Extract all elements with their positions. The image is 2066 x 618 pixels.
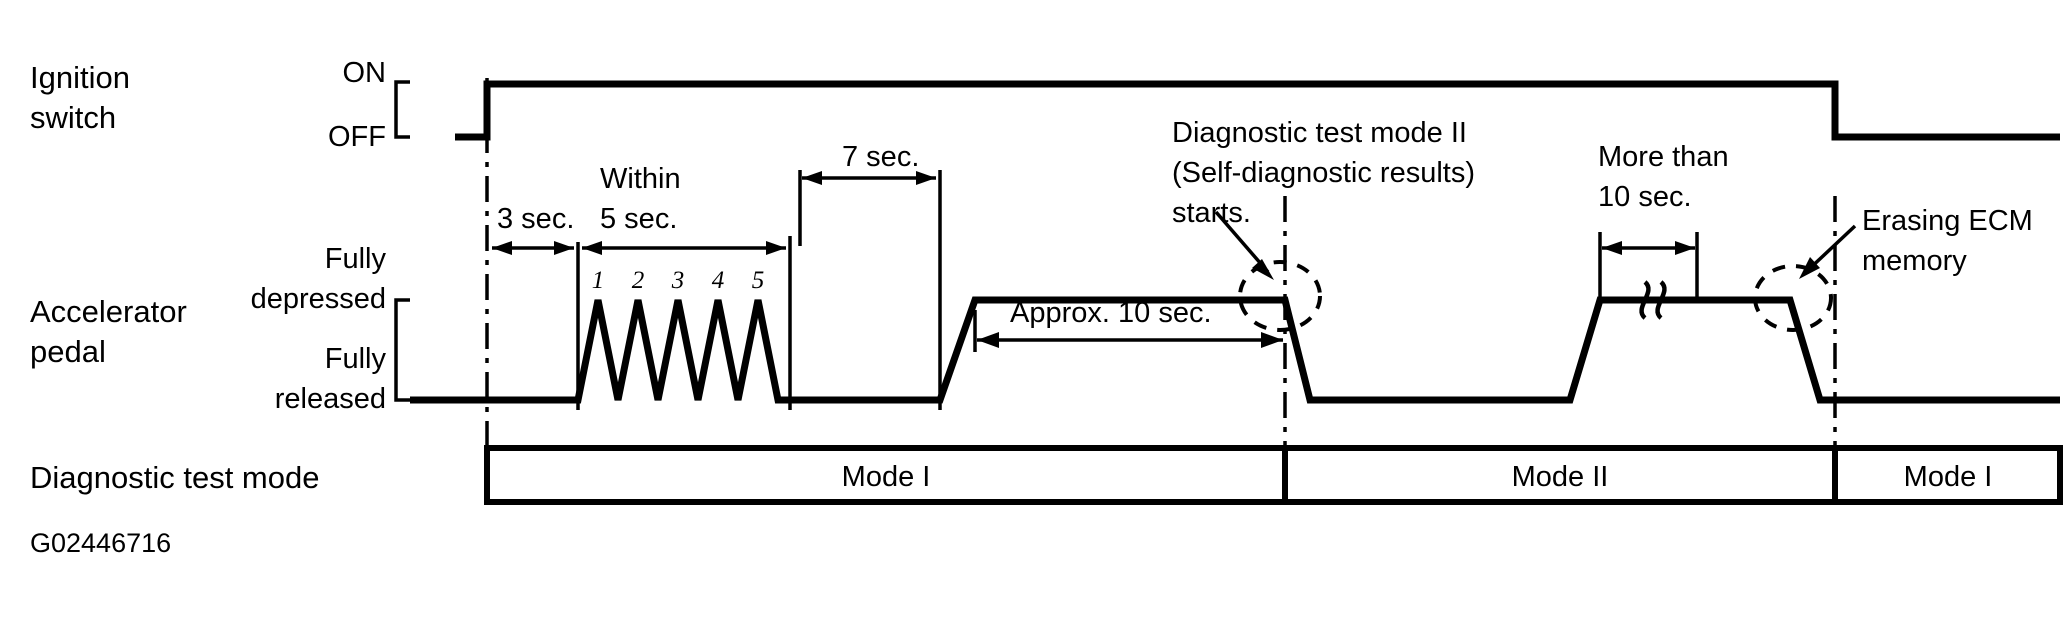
level-label-fully-depressed-line1: Fully bbox=[325, 243, 387, 275]
dimension-within-5-sec bbox=[582, 236, 792, 410]
callout-circle-erase-ecm bbox=[1753, 264, 1833, 332]
pump-count-3: 3 bbox=[671, 267, 685, 294]
annotation-mode2-start-line3: starts. bbox=[1172, 197, 1251, 229]
break-marker-icon bbox=[1639, 280, 1667, 320]
annotation-mode2-start-line1: Diagnostic test mode II bbox=[1172, 117, 1467, 149]
timing-label-5-sec: 5 sec. bbox=[600, 203, 677, 235]
dimension-3-sec bbox=[492, 241, 580, 410]
figure-id-code: G02446716 bbox=[30, 528, 171, 558]
callout-circle-mode2-start bbox=[1238, 260, 1322, 332]
annotation-erase-ecm-line1: Erasing ECM bbox=[1862, 205, 2033, 237]
timing-label-7-sec: 7 sec. bbox=[842, 141, 919, 173]
mode-segment-label-3: Mode I bbox=[1904, 461, 1993, 493]
timing-label-more-than: More than bbox=[1598, 141, 1729, 173]
dimension-7-sec bbox=[798, 170, 942, 410]
pump-count-5: 5 bbox=[752, 267, 765, 294]
dimension-approx-10-sec bbox=[973, 310, 1283, 352]
leader-erase-ecm bbox=[1799, 224, 1857, 279]
row-label-diagnostic-test-mode: Diagnostic test mode bbox=[30, 460, 319, 495]
level-label-fully-released-line2: released bbox=[275, 383, 386, 415]
pedal-level-bracket bbox=[394, 298, 410, 402]
accelerator-pedal-waveform bbox=[410, 296, 2060, 404]
row-label-accelerator-line1: Accelerator bbox=[30, 294, 187, 329]
row-label-accelerator-line2: pedal bbox=[30, 334, 106, 369]
annotation-erase-ecm-line2: memory bbox=[1862, 245, 1967, 277]
ignition-level-bracket bbox=[394, 80, 410, 139]
level-label-fully-released-line1: Fully bbox=[325, 343, 387, 375]
level-label-off: OFF bbox=[328, 121, 386, 153]
dimension-more-than-10-sec bbox=[1598, 232, 1699, 298]
row-label-ignition-line1: Ignition bbox=[30, 60, 130, 95]
timing-label-within: Within bbox=[600, 163, 681, 195]
pump-count-1: 1 bbox=[592, 267, 605, 294]
pump-count-2: 2 bbox=[632, 267, 645, 294]
mode-segment-label-2: Mode II bbox=[1512, 461, 1609, 493]
timing-label-10-sec: 10 sec. bbox=[1598, 181, 1692, 213]
timing-label-3-sec: 3 sec. bbox=[497, 203, 574, 235]
ignition-switch-waveform bbox=[455, 80, 2060, 141]
mode-segment-label-1: Mode I bbox=[842, 461, 931, 493]
pump-count-4: 4 bbox=[712, 267, 725, 294]
timing-label-approx-10-sec: Approx. 10 sec. bbox=[1010, 297, 1212, 329]
level-label-fully-depressed-line2: depressed bbox=[251, 283, 386, 315]
mode-timeline-bar bbox=[484, 445, 2063, 505]
level-label-on: ON bbox=[343, 57, 387, 89]
row-label-ignition-line2: switch bbox=[30, 100, 116, 135]
annotation-mode2-start-line2: (Self-diagnostic results) bbox=[1172, 157, 1475, 189]
leader-mode2-start bbox=[1214, 210, 1274, 280]
